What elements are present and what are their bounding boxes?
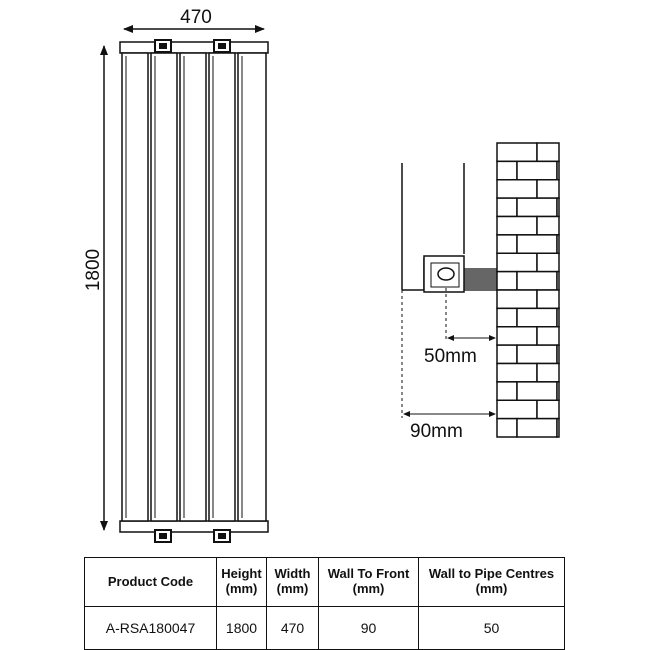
width-dimension: 470 bbox=[123, 7, 265, 33]
brick bbox=[536, 215, 560, 236]
width-label: 470 bbox=[180, 7, 212, 28]
brick bbox=[496, 344, 518, 365]
bracket-top-left bbox=[154, 39, 172, 53]
brick bbox=[536, 326, 560, 346]
brick bbox=[496, 179, 538, 199]
wall-brackets bbox=[154, 39, 231, 543]
brick bbox=[556, 344, 560, 365]
brick bbox=[496, 289, 538, 310]
brick bbox=[496, 362, 538, 383]
brick bbox=[496, 160, 518, 181]
brick bbox=[496, 399, 538, 420]
bracket-bottom-right bbox=[213, 529, 231, 543]
brick bbox=[556, 234, 560, 254]
brick bbox=[536, 179, 560, 199]
top-header-bar bbox=[119, 41, 269, 54]
brick bbox=[496, 234, 518, 254]
brick bbox=[516, 381, 558, 401]
height-label: 1800 bbox=[83, 249, 104, 291]
brick bbox=[516, 197, 558, 218]
brick bbox=[516, 344, 558, 365]
wall-to-pipe-label: 50mm bbox=[424, 346, 477, 367]
height-dimension: 1800 bbox=[83, 45, 108, 531]
brick-wall bbox=[496, 142, 560, 438]
brick bbox=[496, 307, 518, 328]
brick bbox=[536, 362, 560, 383]
column-inner-lines bbox=[125, 56, 243, 518]
side-view: 50mm 90mm bbox=[401, 142, 560, 442]
brick bbox=[556, 381, 560, 401]
wall-to-front-label: 90mm bbox=[410, 421, 463, 442]
bottom-header-bar bbox=[119, 520, 269, 533]
brick bbox=[536, 252, 560, 273]
brick bbox=[536, 399, 560, 420]
brick bbox=[496, 417, 518, 438]
brick bbox=[556, 307, 560, 328]
brick bbox=[516, 417, 558, 438]
brick bbox=[556, 417, 560, 438]
brick bbox=[496, 326, 538, 346]
header-wall-to-pipe-centres: Wall to Pipe Centres(mm) bbox=[418, 557, 565, 607]
brick bbox=[496, 381, 518, 401]
brick bbox=[516, 307, 558, 328]
brick bbox=[516, 270, 558, 291]
spec-table-header-row: Product Code Height(mm) Width(mm) Wall T… bbox=[84, 557, 565, 607]
pipe-circle bbox=[437, 267, 455, 281]
brick bbox=[536, 142, 560, 163]
cell-wall-to-front: 90 bbox=[318, 606, 419, 650]
cell-wall-to-pipe-centres: 50 bbox=[418, 606, 565, 650]
column-5 bbox=[237, 52, 267, 522]
radiator-columns bbox=[121, 52, 267, 522]
brick bbox=[556, 160, 560, 181]
bracket-top-right bbox=[213, 39, 231, 53]
brick bbox=[496, 270, 518, 291]
brick bbox=[516, 234, 558, 254]
header-product-code: Product Code bbox=[84, 557, 217, 607]
spec-table: Product Code Height(mm) Width(mm) Wall T… bbox=[84, 557, 565, 650]
header-wall-to-front: Wall To Front(mm) bbox=[318, 557, 419, 607]
brick bbox=[496, 142, 538, 163]
brick bbox=[556, 270, 560, 291]
cell-width: 470 bbox=[266, 606, 319, 650]
cell-height: 1800 bbox=[216, 606, 267, 650]
brick bbox=[516, 160, 558, 181]
brick bbox=[536, 289, 560, 310]
bracket-bottom-left bbox=[154, 529, 172, 543]
brick bbox=[496, 197, 518, 218]
radiator-front-view bbox=[119, 39, 269, 543]
brick bbox=[496, 252, 538, 273]
header-height: Height(mm) bbox=[216, 557, 267, 607]
header-width: Width(mm) bbox=[266, 557, 319, 607]
brick bbox=[556, 197, 560, 218]
cell-product-code: A-RSA180047 bbox=[84, 606, 217, 650]
brick bbox=[496, 215, 538, 236]
spec-table-row: A-RSA180047 1800 470 90 50 bbox=[84, 606, 565, 650]
